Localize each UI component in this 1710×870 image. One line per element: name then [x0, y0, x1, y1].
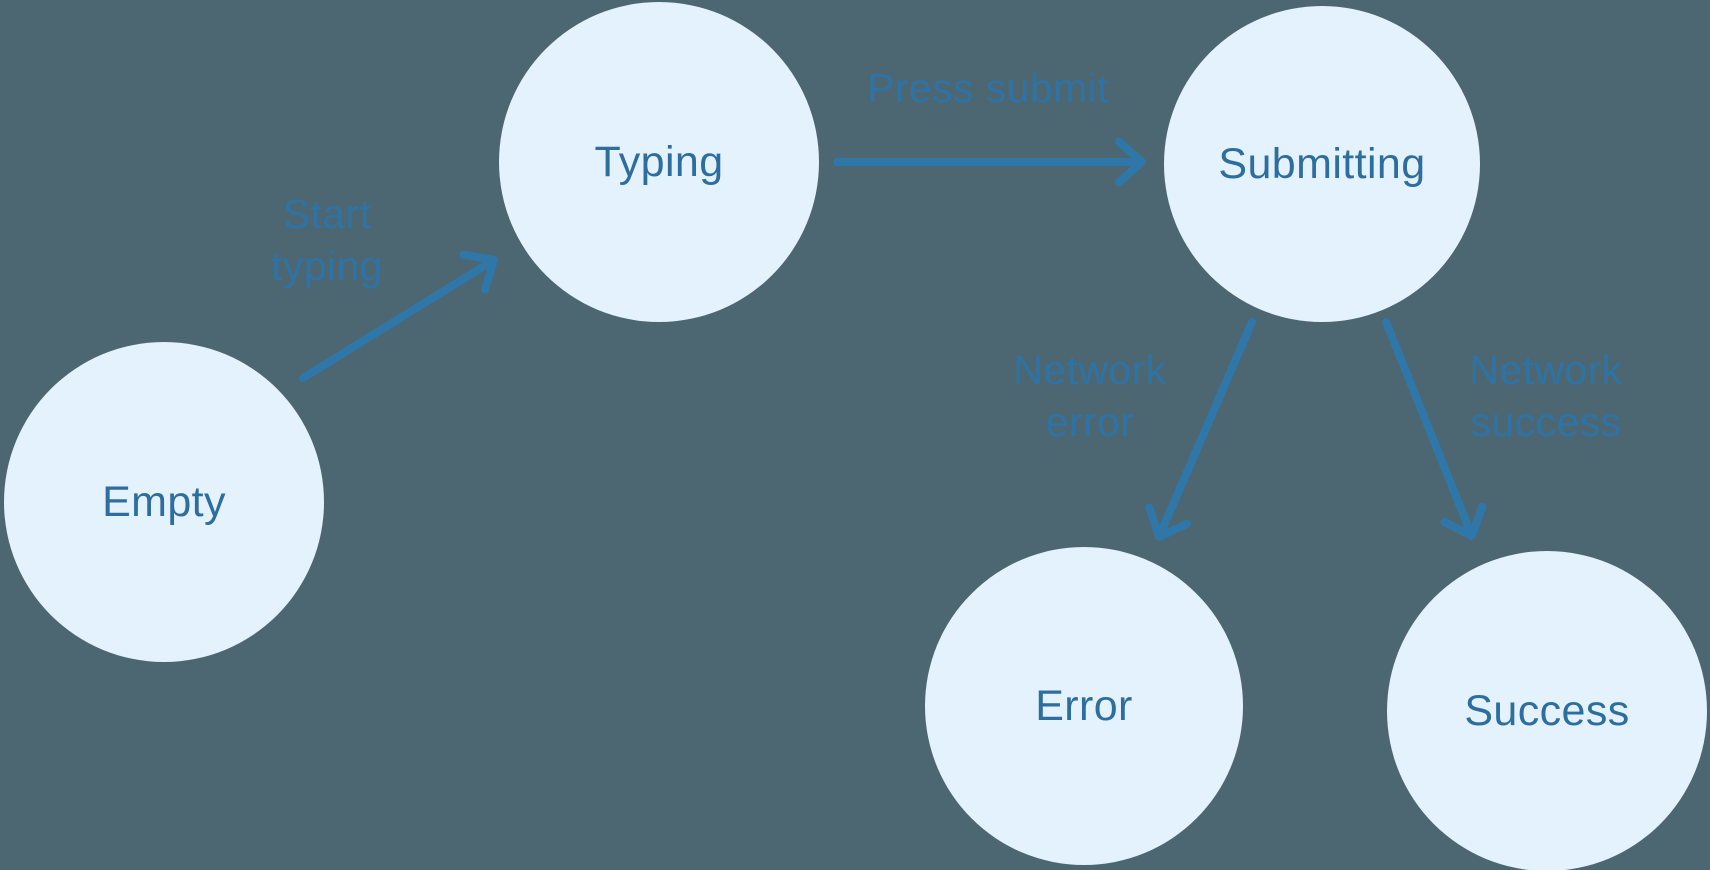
state-node-error: Error: [925, 547, 1243, 865]
edge-label-line: typing: [271, 243, 383, 289]
edge-label-line: Network: [1469, 347, 1623, 393]
state-node-empty: Empty: [4, 342, 324, 662]
transition-arrow-press-submit: [833, 137, 1146, 187]
state-label-error: Error: [1035, 681, 1133, 730]
state-node-success: Success: [1387, 551, 1707, 870]
edge-label-press-submit: Press submit: [867, 62, 1109, 114]
state-node-submitting: Submitting: [1164, 6, 1480, 322]
arrowhead-icon: [1114, 137, 1146, 187]
state-node-typing: Typing: [499, 2, 819, 322]
state-label-submitting: Submitting: [1218, 139, 1426, 188]
edge-label-line: Start: [282, 191, 372, 237]
arrow-shaft: [1382, 318, 1476, 539]
state-label-typing: Typing: [594, 137, 724, 186]
edge-label-start-typing: Start typing: [271, 188, 383, 292]
transition-arrow-network-success: [1382, 318, 1487, 540]
edge-label-line: error: [1045, 399, 1135, 445]
arrowhead-icon: [1440, 502, 1487, 540]
edge-label-line: Press submit: [867, 65, 1109, 111]
arrow-shaft: [1155, 318, 1256, 540]
state-label-success: Success: [1464, 686, 1630, 735]
state-label-empty: Empty: [102, 477, 226, 526]
edge-label-network-error: Network error: [1013, 344, 1166, 448]
edge-label-line: success: [1470, 399, 1622, 445]
edge-label-network-success: Network success: [1469, 344, 1622, 448]
edge-label-line: Network: [1013, 347, 1167, 393]
arrowhead-icon: [459, 250, 498, 294]
arrowhead-icon: [1145, 503, 1192, 541]
